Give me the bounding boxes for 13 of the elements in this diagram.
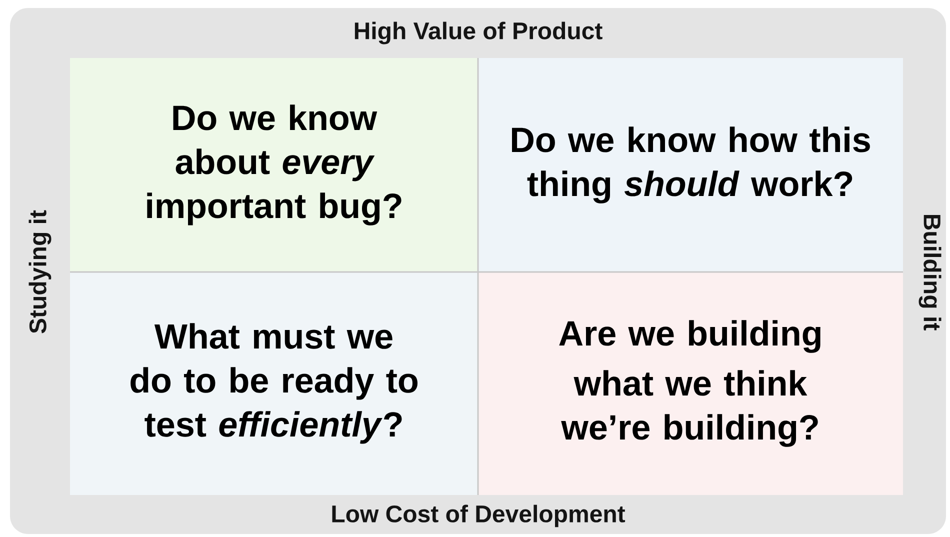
- axis-label: High Value of Product: [354, 22, 602, 44]
- axis-label: Low Cost of Development: [332, 504, 626, 528]
- quadrant-box: [70, 272, 478, 495]
- quadrant-box: [478, 272, 903, 495]
- question-text: Are we building: [559, 320, 820, 353]
- question-text: What must we do to be ready to test efficiently?: [130, 323, 418, 444]
- axis-label: Studying it: [28, 210, 52, 334]
- quadrant-box: [478, 58, 903, 272]
- question-text: what we think we’re building?: [561, 370, 818, 447]
- quadrant-box: [70, 58, 478, 272]
- axis-label: Building it: [918, 214, 942, 330]
- question-text: Do we know how this thing should work?: [512, 126, 870, 204]
- question-text: Do we know about every important bug?: [147, 104, 402, 226]
